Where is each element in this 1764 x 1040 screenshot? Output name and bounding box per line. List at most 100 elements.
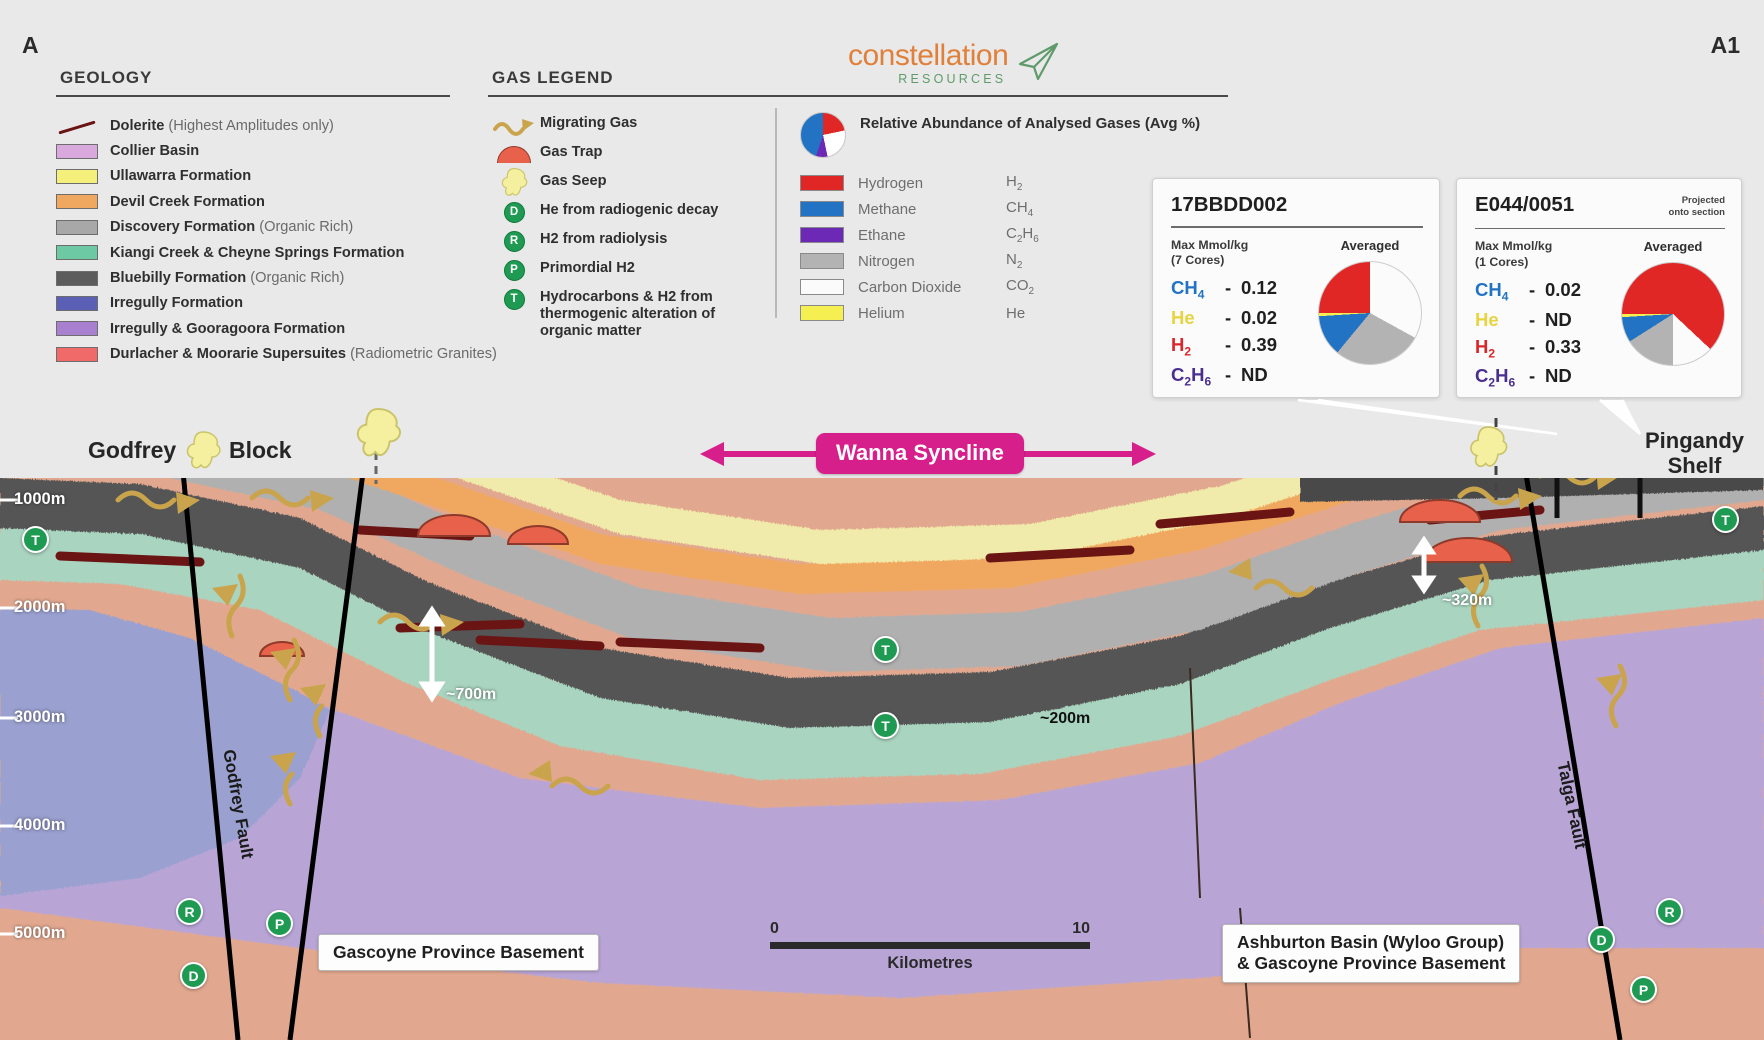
well-value-number: 0.02 — [1545, 279, 1582, 301]
well-value-dash: - — [1529, 308, 1536, 330]
basement-label-right: Ashburton Basin (Wyloo Group) & Gascoyne… — [1222, 924, 1521, 983]
geology-swatch-8 — [56, 321, 98, 337]
godfrey-block-text-2: Block — [228, 437, 292, 464]
geology-legend-label: Irregully Formation — [110, 295, 243, 312]
geology-legend-item: Ullawarra Formation — [56, 164, 476, 189]
marker-T-right[interactable]: T — [1712, 506, 1739, 533]
geology-swatch-0 — [56, 118, 98, 133]
depth-label-4000m: 4000m — [14, 816, 66, 834]
geology-legend-label: Irregully & Gooragoora Formation — [110, 320, 346, 337]
geology-legend-item: Irregully Formation — [56, 291, 476, 316]
geology-swatch-9 — [56, 346, 98, 362]
abundance-row: Methane CH4 — [800, 196, 1200, 222]
abundance-gas-name: Ethane — [858, 226, 906, 244]
circle-badge-P: P — [488, 258, 540, 282]
geology-legend-item: Kiangi Creek & Cheyne Springs Formation — [56, 240, 476, 265]
well-value-row: C2H6-ND — [1475, 365, 1621, 390]
abundance-gas-formula: He — [1006, 304, 1026, 322]
marker-T-center-2[interactable]: T — [872, 712, 899, 739]
well-header: 17BBDD002 — [1171, 193, 1423, 217]
geology-legend-item: Discovery Formation (Organic Rich) — [56, 215, 476, 240]
scale-bar: 0 10 Kilometres — [770, 920, 1090, 973]
badge-T: T — [503, 288, 525, 310]
abundance-gas-formula: CH4 — [1006, 199, 1034, 219]
well-value-symbol: H2 — [1171, 334, 1192, 359]
migrating-gas-arrow-icon — [488, 113, 540, 137]
marker-P-left[interactable]: P — [266, 910, 293, 937]
gas-seep-cloud-icon — [488, 167, 540, 196]
abundance-row: Helium He — [800, 300, 1200, 326]
well-value-dash: - — [1225, 334, 1232, 355]
kite-arrow-icon — [1019, 42, 1059, 81]
well-value-number: 0.12 — [1241, 277, 1278, 299]
well-chart-title: Averaged — [1643, 239, 1703, 255]
marker-D-left[interactable]: D — [180, 962, 207, 989]
marker-P-right[interactable]: P — [1630, 976, 1657, 1003]
pingandy-line-2: Shelf — [1667, 453, 1722, 479]
cross-section-canvas — [0, 478, 1764, 1040]
logo-subtext: RESOURCES — [898, 72, 1007, 86]
abundance-gas-name: Helium — [858, 304, 905, 322]
well-divider — [1171, 226, 1423, 228]
geology-legend-item: Devil Creek Formation — [56, 189, 476, 214]
wanna-syncline-label: Wanna Syncline — [816, 433, 1024, 474]
gas-seep-cloud-icon — [356, 408, 401, 457]
godfrey-fault-line — [181, 478, 241, 1040]
geology-legend-item: Bluebilly Formation (Organic Rich) — [56, 265, 476, 290]
geology-legend-item: Durlacher & Moorarie Supersuites (Radiom… — [56, 342, 497, 367]
well-pie-chart: Averaged — [1621, 239, 1725, 395]
marker-R-right[interactable]: R — [1656, 898, 1683, 925]
circle-badge-D: D — [488, 200, 540, 224]
geology-swatch-3 — [56, 194, 98, 210]
pingandy-line-1: Pingandy — [1644, 428, 1744, 453]
marker-R-left[interactable]: R — [176, 898, 203, 925]
well-divider — [1475, 227, 1725, 230]
well-value-number: ND — [1545, 308, 1572, 330]
geology-legend-title: GEOLOGY — [60, 68, 153, 87]
depth-label-2000m: 2000m — [14, 598, 66, 616]
marker-D-right[interactable]: D — [1588, 926, 1615, 953]
gas-legend-label: Migrating Gas — [540, 115, 638, 131]
cross-section-svg — [0, 478, 1764, 1040]
depth-label-3000m: 3000m — [14, 708, 66, 726]
geology-legend-item: Collier Basin — [56, 138, 476, 163]
basement-right-line-2: & Gascoyne Province Basement — [1237, 953, 1506, 974]
drillholes — [1554, 478, 1643, 518]
well-value-symbol: C2H6 — [1171, 363, 1212, 389]
legend-vertical-divider — [775, 108, 777, 318]
well-name: E044/0051 — [1475, 193, 1575, 216]
well-value-symbol: CH4 — [1475, 279, 1509, 304]
marker-T-center-1[interactable]: T — [872, 636, 899, 663]
well-value-dash: - — [1225, 307, 1232, 328]
marker-T-left[interactable]: T — [22, 526, 49, 553]
well-value-symbol: He — [1475, 308, 1499, 330]
geology-legend-item: Irregully & Gooragoora Formation — [56, 316, 476, 341]
gas-legend-item: Migrating Gas — [488, 113, 758, 139]
well-value-row: He -ND — [1475, 309, 1621, 331]
thickness-label-200m: ~200m — [1040, 710, 1091, 727]
abundance-swatch — [800, 201, 844, 217]
thickness-label-320m: ~320m — [1442, 592, 1493, 609]
well-value-dash: - — [1529, 365, 1536, 387]
godfrey-block-text-1: Godfrey — [88, 437, 177, 464]
geology-legend-label: Kiangi Creek & Cheyne Springs Formation — [110, 244, 405, 261]
abundance-swatch — [800, 279, 844, 295]
geology-legend-label: Discovery Formation (Organic Rich) — [110, 219, 354, 236]
well-value-number: 0.33 — [1545, 335, 1582, 357]
badge-D: D — [503, 201, 525, 223]
geology-legend-list: Dolerite (Highest Amplitudes only)Collie… — [56, 113, 497, 367]
well-value-row: He-0.02 — [1171, 307, 1317, 329]
abundance-swatch — [800, 253, 844, 269]
abundance-gas-name: Methane — [858, 200, 917, 218]
pingandy-shelf-label: Pingandy Shelf — [1645, 428, 1744, 479]
